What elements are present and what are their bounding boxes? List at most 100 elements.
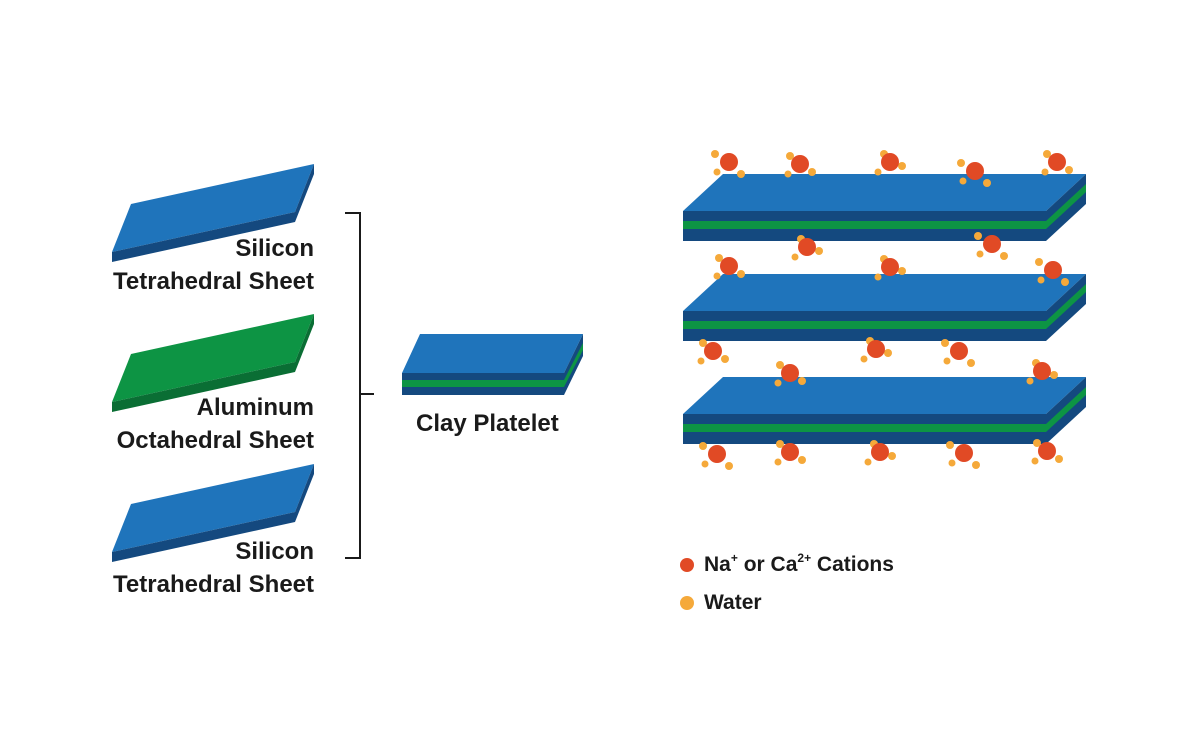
legend-water-label: Water bbox=[704, 591, 762, 614]
water-molecule bbox=[1026, 377, 1034, 385]
cation-ion bbox=[708, 445, 726, 463]
water-molecule bbox=[815, 247, 823, 255]
silicon-sheet-bottom-line2: Tetrahedral Sheet bbox=[113, 571, 314, 598]
water-molecule bbox=[1061, 278, 1069, 286]
stacked-platelet-1 bbox=[683, 174, 1086, 241]
water-molecule bbox=[1000, 252, 1008, 260]
cation-group-17 bbox=[774, 440, 806, 466]
cation-ion bbox=[955, 444, 973, 462]
silicon-sheet-top-label: Silicon Tetrahedral Sheet bbox=[113, 232, 314, 298]
cation-ion bbox=[704, 342, 722, 360]
cation-ion bbox=[871, 443, 889, 461]
water-molecule bbox=[711, 150, 719, 158]
silicon-sheet-bottom bbox=[112, 464, 314, 562]
cation-ion bbox=[1033, 362, 1051, 380]
cation-group-9 bbox=[874, 255, 906, 281]
cation-group-15 bbox=[1026, 359, 1058, 385]
water-dot-icon bbox=[680, 596, 694, 610]
cation-ion bbox=[950, 342, 968, 360]
water-molecule bbox=[941, 339, 949, 347]
clay-platelet-label: Clay Platelet bbox=[416, 410, 559, 437]
aluminum-sheet-label: Aluminum Octahedral Sheet bbox=[117, 391, 314, 457]
water-molecule bbox=[874, 168, 882, 176]
aluminum-sheet bbox=[112, 314, 314, 412]
water-molecule bbox=[791, 253, 799, 261]
cation-ion bbox=[983, 235, 1001, 253]
legend-na-charge: + bbox=[730, 551, 738, 565]
water-molecule bbox=[713, 272, 721, 280]
cation-group-2 bbox=[784, 152, 816, 178]
cation-ion bbox=[881, 153, 899, 171]
legend-na: Na bbox=[704, 553, 731, 576]
cation-group-4 bbox=[957, 159, 991, 187]
water-molecule bbox=[888, 452, 896, 460]
water-molecule bbox=[737, 170, 745, 178]
cation-group-20 bbox=[1031, 439, 1063, 465]
water-molecule bbox=[1055, 455, 1063, 463]
water-molecule bbox=[884, 349, 892, 357]
cation-group-14 bbox=[774, 361, 806, 387]
water-molecule bbox=[946, 441, 954, 449]
legend-cations-label: Na+ or Ca2+ Cations bbox=[704, 551, 894, 577]
cation-group-18 bbox=[864, 440, 896, 466]
water-molecule bbox=[699, 339, 707, 347]
cation-ion bbox=[966, 162, 984, 180]
aluminum-sheet-line2: Octahedral Sheet bbox=[116, 427, 314, 454]
cation-group-10 bbox=[1035, 258, 1069, 286]
cation-ion bbox=[867, 340, 885, 358]
water-molecule bbox=[1037, 276, 1045, 284]
stacked-platelet-2 bbox=[683, 274, 1086, 341]
water-molecule bbox=[972, 461, 980, 469]
water-molecule bbox=[776, 361, 784, 369]
water-molecule bbox=[976, 250, 984, 258]
water-molecule bbox=[1065, 166, 1073, 174]
water-molecule bbox=[721, 355, 729, 363]
legend-or-ca: or Ca bbox=[737, 553, 798, 576]
legend-ca-charge: 2+ bbox=[797, 551, 812, 565]
cation-group-1 bbox=[711, 150, 745, 178]
cation-ion bbox=[791, 155, 809, 173]
cation-ion bbox=[1038, 442, 1056, 460]
water-molecule bbox=[715, 254, 723, 262]
cation-group-19 bbox=[946, 441, 980, 469]
cation-group-16 bbox=[699, 442, 733, 470]
cation-group-3 bbox=[874, 150, 906, 176]
water-molecule bbox=[713, 168, 721, 176]
water-molecule bbox=[967, 359, 975, 367]
silicon-sheet-top-line1: Silicon bbox=[235, 235, 314, 262]
cation-ion bbox=[881, 258, 899, 276]
water-molecule bbox=[860, 355, 868, 363]
water-molecule bbox=[774, 458, 782, 466]
cation-group-6 bbox=[791, 235, 823, 261]
stacked-platelet-3 bbox=[683, 377, 1086, 444]
water-molecule bbox=[974, 232, 982, 240]
water-molecule bbox=[784, 170, 792, 178]
stacked-platelets bbox=[683, 174, 1086, 444]
water-molecule bbox=[874, 273, 882, 281]
water-molecule bbox=[1050, 371, 1058, 379]
aluminum-sheet-line1: Aluminum bbox=[196, 394, 314, 421]
cation-ion bbox=[798, 238, 816, 256]
water-molecule bbox=[725, 462, 733, 470]
cation-ion bbox=[781, 364, 799, 382]
water-molecule bbox=[898, 162, 906, 170]
silicon-sheet-top-line2: Tetrahedral Sheet bbox=[113, 268, 314, 295]
water-molecule bbox=[864, 458, 872, 466]
water-molecule bbox=[959, 177, 967, 185]
cation-ion bbox=[781, 443, 799, 461]
legend-cations-suffix: Cations bbox=[811, 553, 894, 576]
water-molecule bbox=[774, 379, 782, 387]
water-molecule bbox=[808, 168, 816, 176]
cation-group-12 bbox=[860, 337, 892, 363]
cation-group-7 bbox=[974, 232, 1008, 260]
silicon-sheet-bottom-label: Silicon Tetrahedral Sheet bbox=[113, 535, 314, 601]
water-molecule bbox=[948, 459, 956, 467]
water-molecule bbox=[957, 159, 965, 167]
water-molecule bbox=[776, 440, 784, 448]
silicon-sheet-bottom-line1: Silicon bbox=[235, 538, 314, 565]
water-molecule bbox=[1031, 457, 1039, 465]
cation-ion bbox=[1044, 261, 1062, 279]
legend-water: Water bbox=[680, 591, 762, 615]
